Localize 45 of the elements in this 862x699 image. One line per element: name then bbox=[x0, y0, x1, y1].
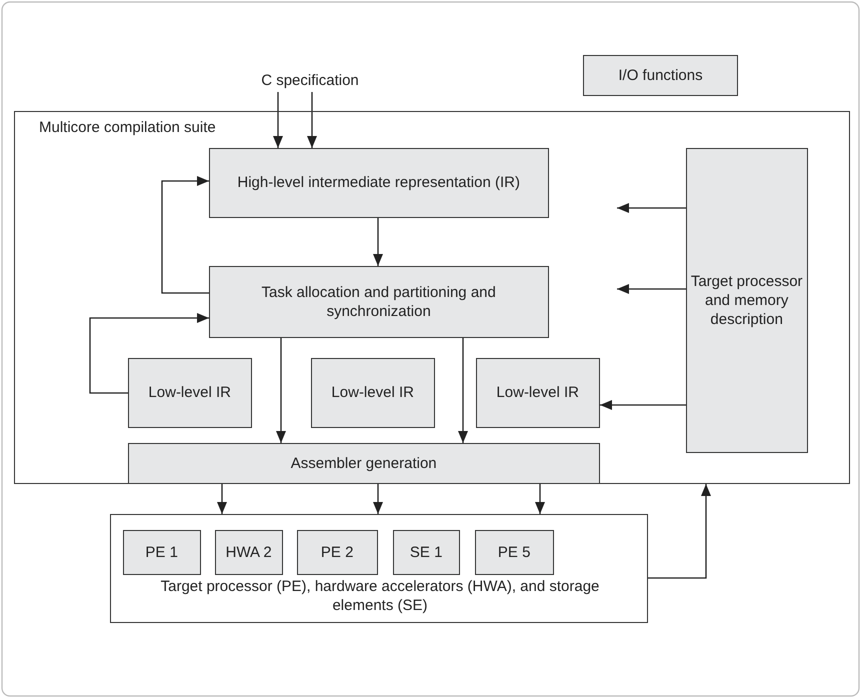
process-box bbox=[214, 530, 283, 575]
arrow bbox=[276, 338, 286, 443]
process-box bbox=[208, 148, 549, 218]
arrow bbox=[307, 92, 317, 148]
arrow bbox=[535, 484, 545, 514]
arrow bbox=[89, 313, 209, 394]
box-label: SE 1 bbox=[410, 542, 442, 562]
arrow bbox=[273, 92, 283, 148]
arrow bbox=[617, 203, 686, 213]
process-box bbox=[122, 530, 201, 575]
arrow bbox=[458, 338, 468, 443]
box-label: Task allocation and partitioning and synchronization bbox=[260, 282, 497, 321]
arrow bbox=[617, 284, 686, 294]
process-box bbox=[476, 358, 600, 428]
box-label: Low-level IR bbox=[496, 383, 579, 402]
group-heading: Target processor (PE), hardware accelerators (HWA), and storage elements (SE) bbox=[160, 577, 600, 615]
box-label: High-level intermediate representation (IR) bbox=[237, 173, 520, 192]
arrow bbox=[161, 176, 209, 294]
box-label: Low-level IR bbox=[148, 383, 231, 402]
input-label: C specification bbox=[261, 70, 359, 90]
box-label: PE 1 bbox=[145, 542, 178, 562]
box-label: I/O functions bbox=[618, 66, 703, 85]
process-box bbox=[128, 442, 600, 484]
arrow bbox=[648, 484, 711, 579]
box-label: PE 2 bbox=[320, 542, 354, 562]
process-box bbox=[310, 358, 435, 428]
process-box bbox=[474, 530, 554, 575]
process-box bbox=[208, 266, 549, 338]
box-label: Assembler generation bbox=[290, 454, 437, 473]
box-label: PE 5 bbox=[498, 542, 530, 562]
process-box bbox=[128, 358, 252, 428]
process-box bbox=[392, 530, 460, 575]
process-box bbox=[296, 530, 378, 575]
arrow bbox=[373, 218, 383, 266]
arrow bbox=[600, 400, 686, 410]
box-label: Low-level IR bbox=[331, 383, 414, 402]
box-label: Target processor and memory description bbox=[690, 272, 803, 329]
arrow bbox=[373, 484, 383, 514]
group-container bbox=[110, 514, 648, 623]
box-label: HWA 2 bbox=[226, 542, 272, 562]
process-box bbox=[686, 148, 808, 453]
arrow bbox=[217, 484, 227, 514]
group-heading: Multicore compilation suite bbox=[39, 118, 216, 137]
group-container bbox=[14, 111, 850, 484]
process-box bbox=[583, 55, 738, 96]
